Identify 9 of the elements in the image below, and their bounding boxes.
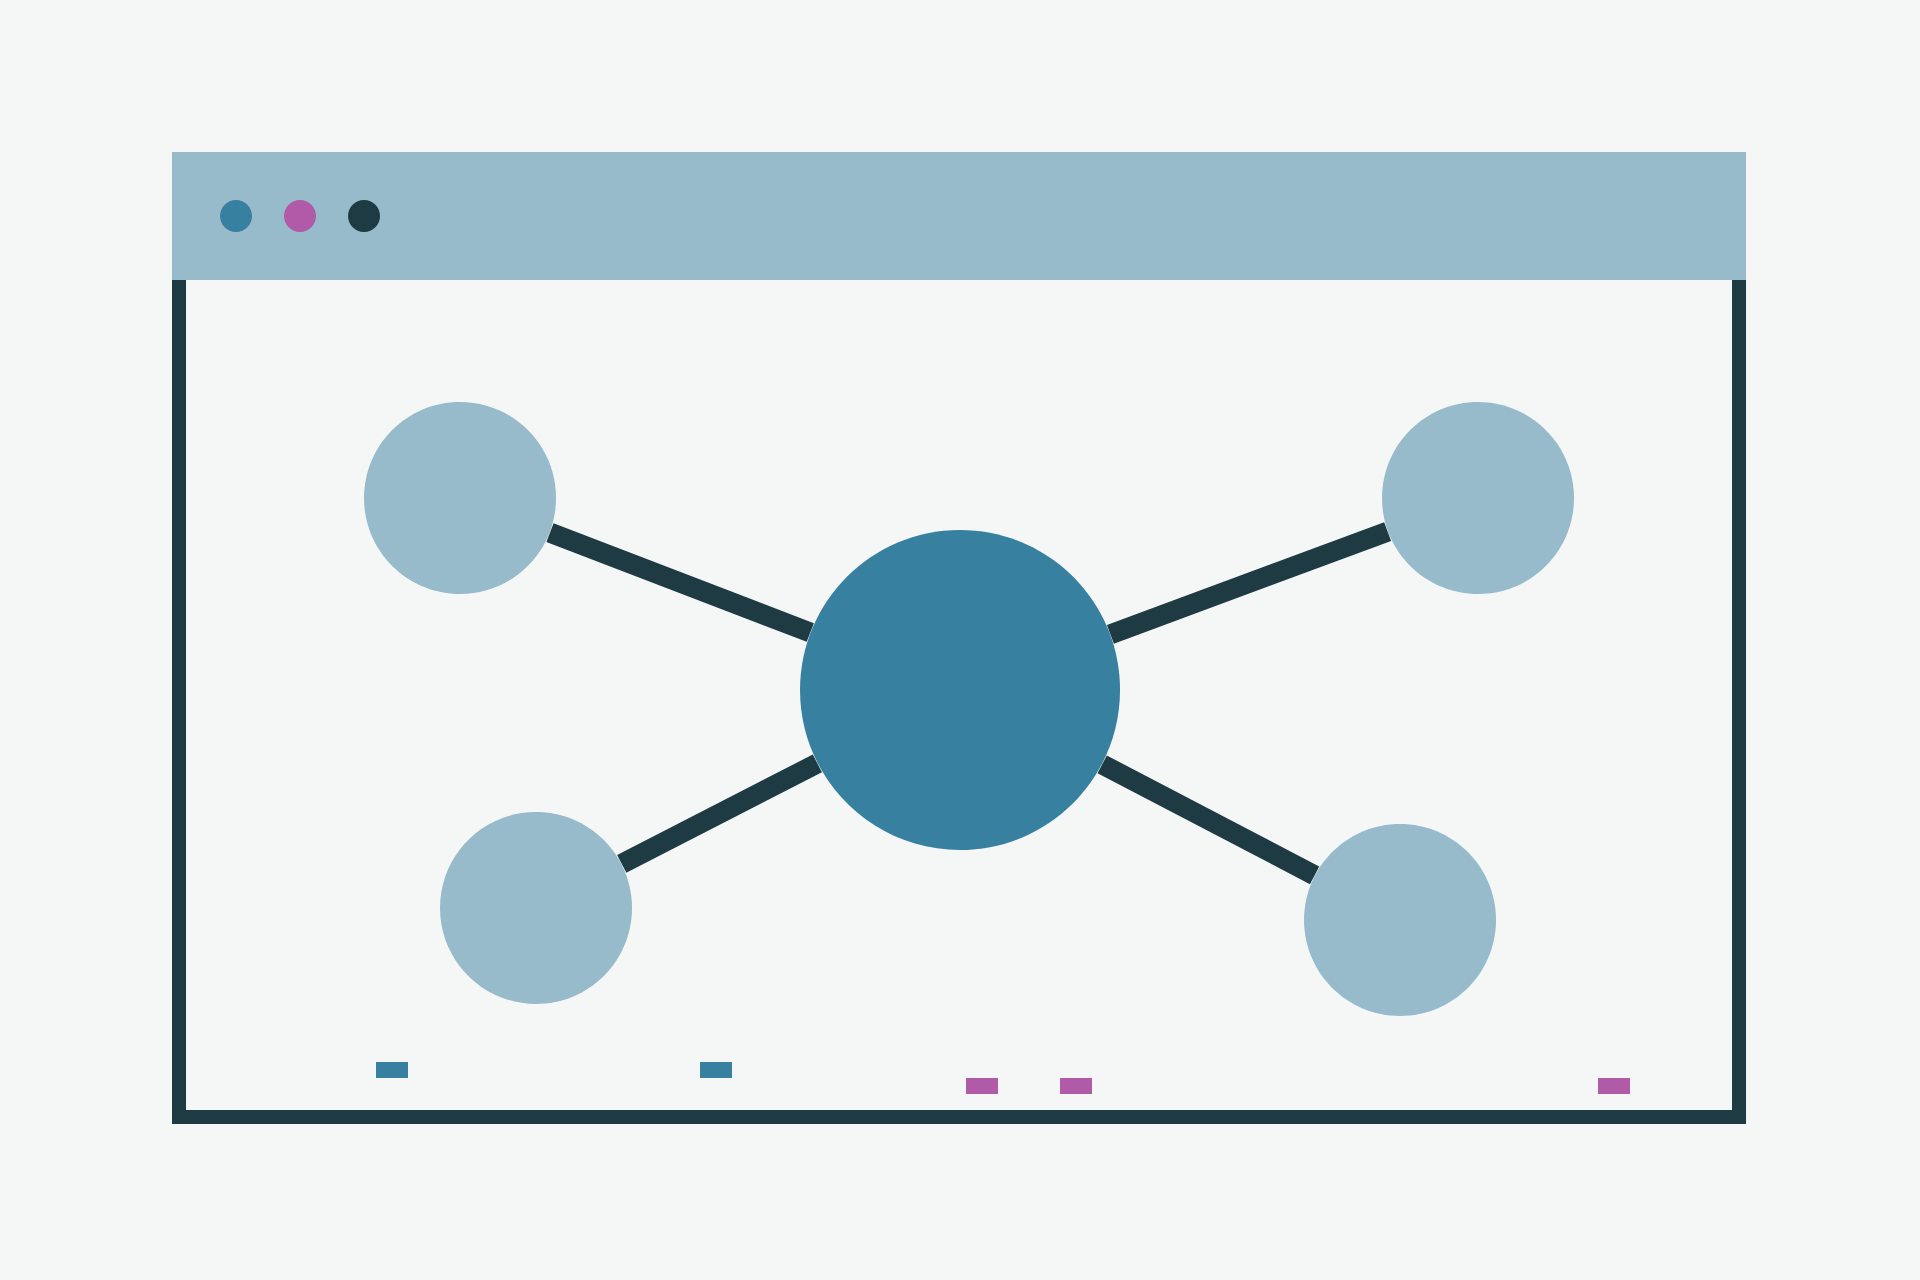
connector-line [1106,522,1392,644]
circle-node [800,530,1120,850]
connector-line [546,523,814,642]
circle-node [1304,824,1496,1016]
circle-node [440,812,632,1004]
circle-node [1382,402,1574,594]
circle-node [364,402,556,594]
connector-line [1097,755,1320,885]
connector-line [617,754,822,873]
